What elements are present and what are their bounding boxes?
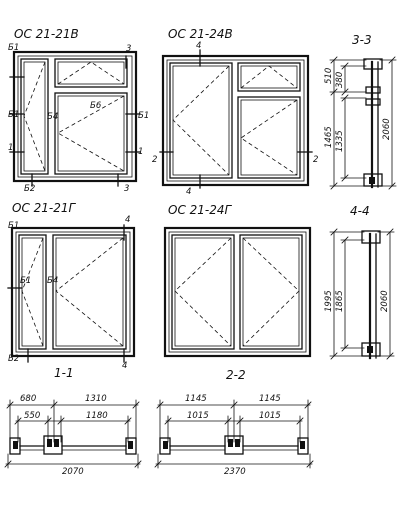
dim-680: 680 xyxy=(20,394,36,404)
label-b1: Б1 xyxy=(8,221,19,231)
label-b2: Б2 xyxy=(24,184,35,194)
title-section-1-1: 1-1 xyxy=(54,366,74,380)
title-os-21-24g: ОС 21-24Г xyxy=(168,203,233,217)
dim-1335: 1335 xyxy=(335,130,345,152)
label-1: 1 xyxy=(8,143,13,153)
dim-1015-right: 1015 xyxy=(259,411,281,421)
dim-2370: 2370 xyxy=(224,467,246,477)
label-b4: Б4 xyxy=(47,112,58,122)
title-os-21-21v: ОС 21-21В xyxy=(14,27,79,41)
label-b1: Б1 xyxy=(8,43,19,53)
dim-2070: 2070 xyxy=(62,467,84,477)
label-b1: Б1 xyxy=(20,276,31,286)
dim-1145-right: 1145 xyxy=(259,394,281,404)
label-b6: Б6 xyxy=(90,101,102,111)
dim-510: 510 xyxy=(324,68,334,84)
label-4: 4 xyxy=(196,41,201,51)
label-3: 3 xyxy=(126,44,131,54)
window-os-21-24g xyxy=(163,226,312,358)
dim-1145-left: 1145 xyxy=(185,394,207,404)
window-os-21-21g: Б1 Б1 Б4 4 Б2 4 xyxy=(7,215,136,371)
label-b1: Б1 xyxy=(8,110,19,120)
dim-2060: 2060 xyxy=(382,118,392,140)
label-4: 4 xyxy=(186,187,191,197)
title-os-21-21g: ОС 21-21Г xyxy=(12,201,77,215)
label-b1: Б1 xyxy=(138,111,149,121)
title-os-21-24v: ОС 21-24В xyxy=(168,27,233,41)
dim-1310: 1310 xyxy=(85,394,107,404)
label-4: 4 xyxy=(125,215,130,225)
dim-1465: 1465 xyxy=(324,126,334,148)
title-section-2-2: 2-2 xyxy=(226,368,246,382)
dim-1015-left: 1015 xyxy=(187,411,209,421)
title-section-3-3: 3-3 xyxy=(352,33,372,47)
label-b2: Б2 xyxy=(8,354,19,364)
section-1-1: 680 1310 550 1180 2070 xyxy=(4,394,142,477)
dim-1995: 1995 xyxy=(324,290,334,312)
title-section-4-4: 4-4 xyxy=(350,204,370,218)
window-os-21-21v: Б1 Б1 1 3 Б1 1 Б4 Б6 Б2 3 xyxy=(8,43,149,194)
label-1: 1 xyxy=(138,147,143,157)
label-4: 4 xyxy=(122,361,127,371)
window-os-21-24v: 4 2 2 4 xyxy=(152,41,318,197)
dim-550: 550 xyxy=(24,411,40,421)
dim-380: 380 xyxy=(335,72,345,88)
section-4-4: 1995 1865 2060 xyxy=(324,228,395,360)
label-3: 3 xyxy=(124,184,129,194)
section-2-2: 1145 1145 1015 1015 2370 xyxy=(154,394,314,477)
dim-2060: 2060 xyxy=(380,290,390,312)
dim-1180: 1180 xyxy=(86,411,108,421)
label-2: 2 xyxy=(152,155,157,165)
label-2: 2 xyxy=(313,155,318,165)
label-b4: Б4 xyxy=(47,276,58,286)
section-3-3: 510 380 1465 1335 2060 xyxy=(324,56,397,190)
dim-1865: 1865 xyxy=(335,290,345,312)
